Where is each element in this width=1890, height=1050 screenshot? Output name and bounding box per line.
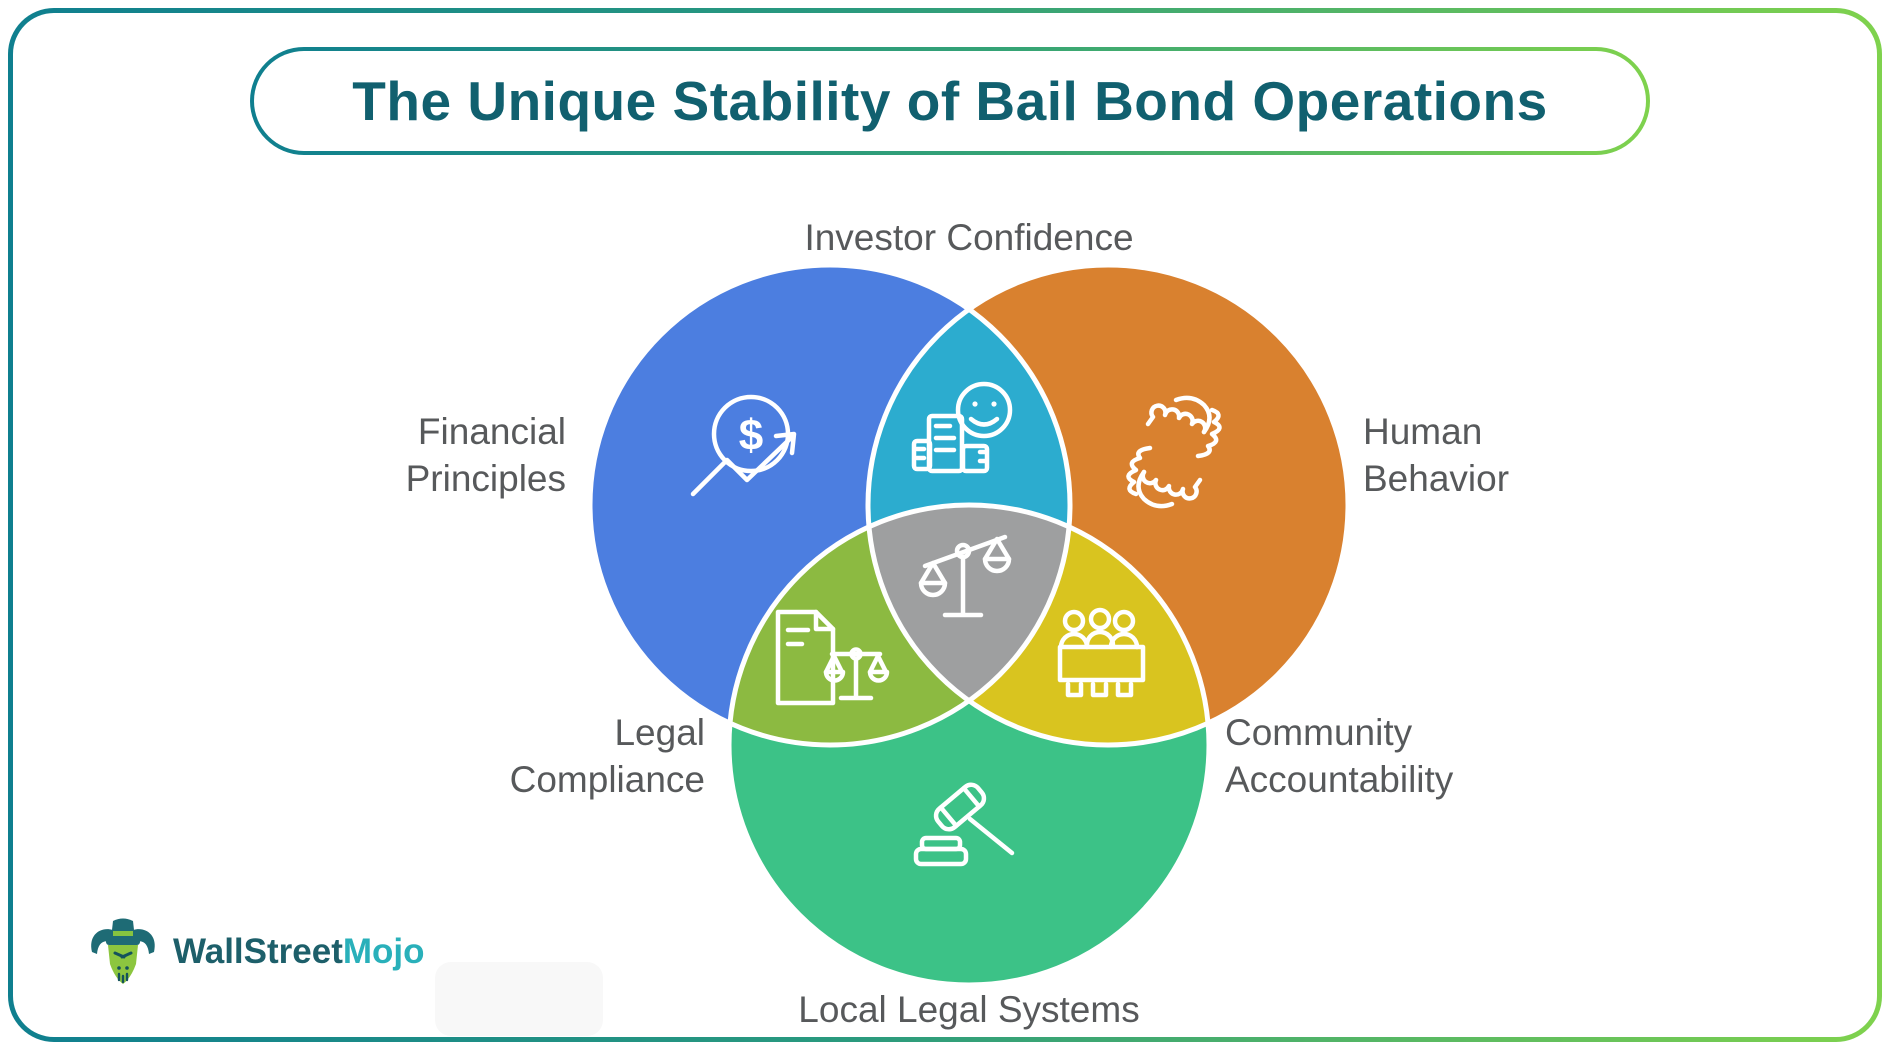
brand-wordmark: WallStreetMojo	[173, 932, 425, 972]
community-table-icon	[1057, 607, 1146, 698]
title-pill: The Unique Stability of Bail Bond Operat…	[250, 47, 1650, 155]
label-local-legal-systems: Local Legal Systems	[798, 989, 1140, 1030]
handshake-icon	[1126, 395, 1222, 509]
brand-name-primary: WallStreet	[173, 932, 343, 971]
dollar-growth-icon: $	[690, 394, 797, 497]
dollar-glyph: $	[739, 411, 763, 460]
page-title: The Unique Stability of Bail Bond Operat…	[352, 70, 1548, 132]
gavel-icon	[913, 782, 1015, 867]
label-financial-principles: Financial Principles	[405, 411, 566, 499]
watermark-box	[435, 962, 603, 1036]
satisfaction-report-icon	[911, 381, 1013, 474]
label-legal-compliance: Legal Compliance	[509, 712, 705, 800]
document-scales-icon	[775, 609, 890, 706]
label-human-behavior: Human Behavior	[1363, 411, 1510, 499]
brand-logo: WallStreetMojo	[86, 916, 425, 988]
label-community-accountability: Community Accountability	[1225, 712, 1454, 800]
overlap-community-accountability	[868, 505, 1209, 745]
bull-top-hat-icon	[91, 918, 155, 984]
overlap-legal-compliance	[729, 505, 1070, 745]
circle-outlines	[587, 262, 1351, 988]
label-investor-confidence: Investor Confidence	[804, 217, 1134, 258]
brand-name-secondary: Mojo	[342, 932, 425, 971]
balance-scale-icon	[918, 534, 1012, 618]
